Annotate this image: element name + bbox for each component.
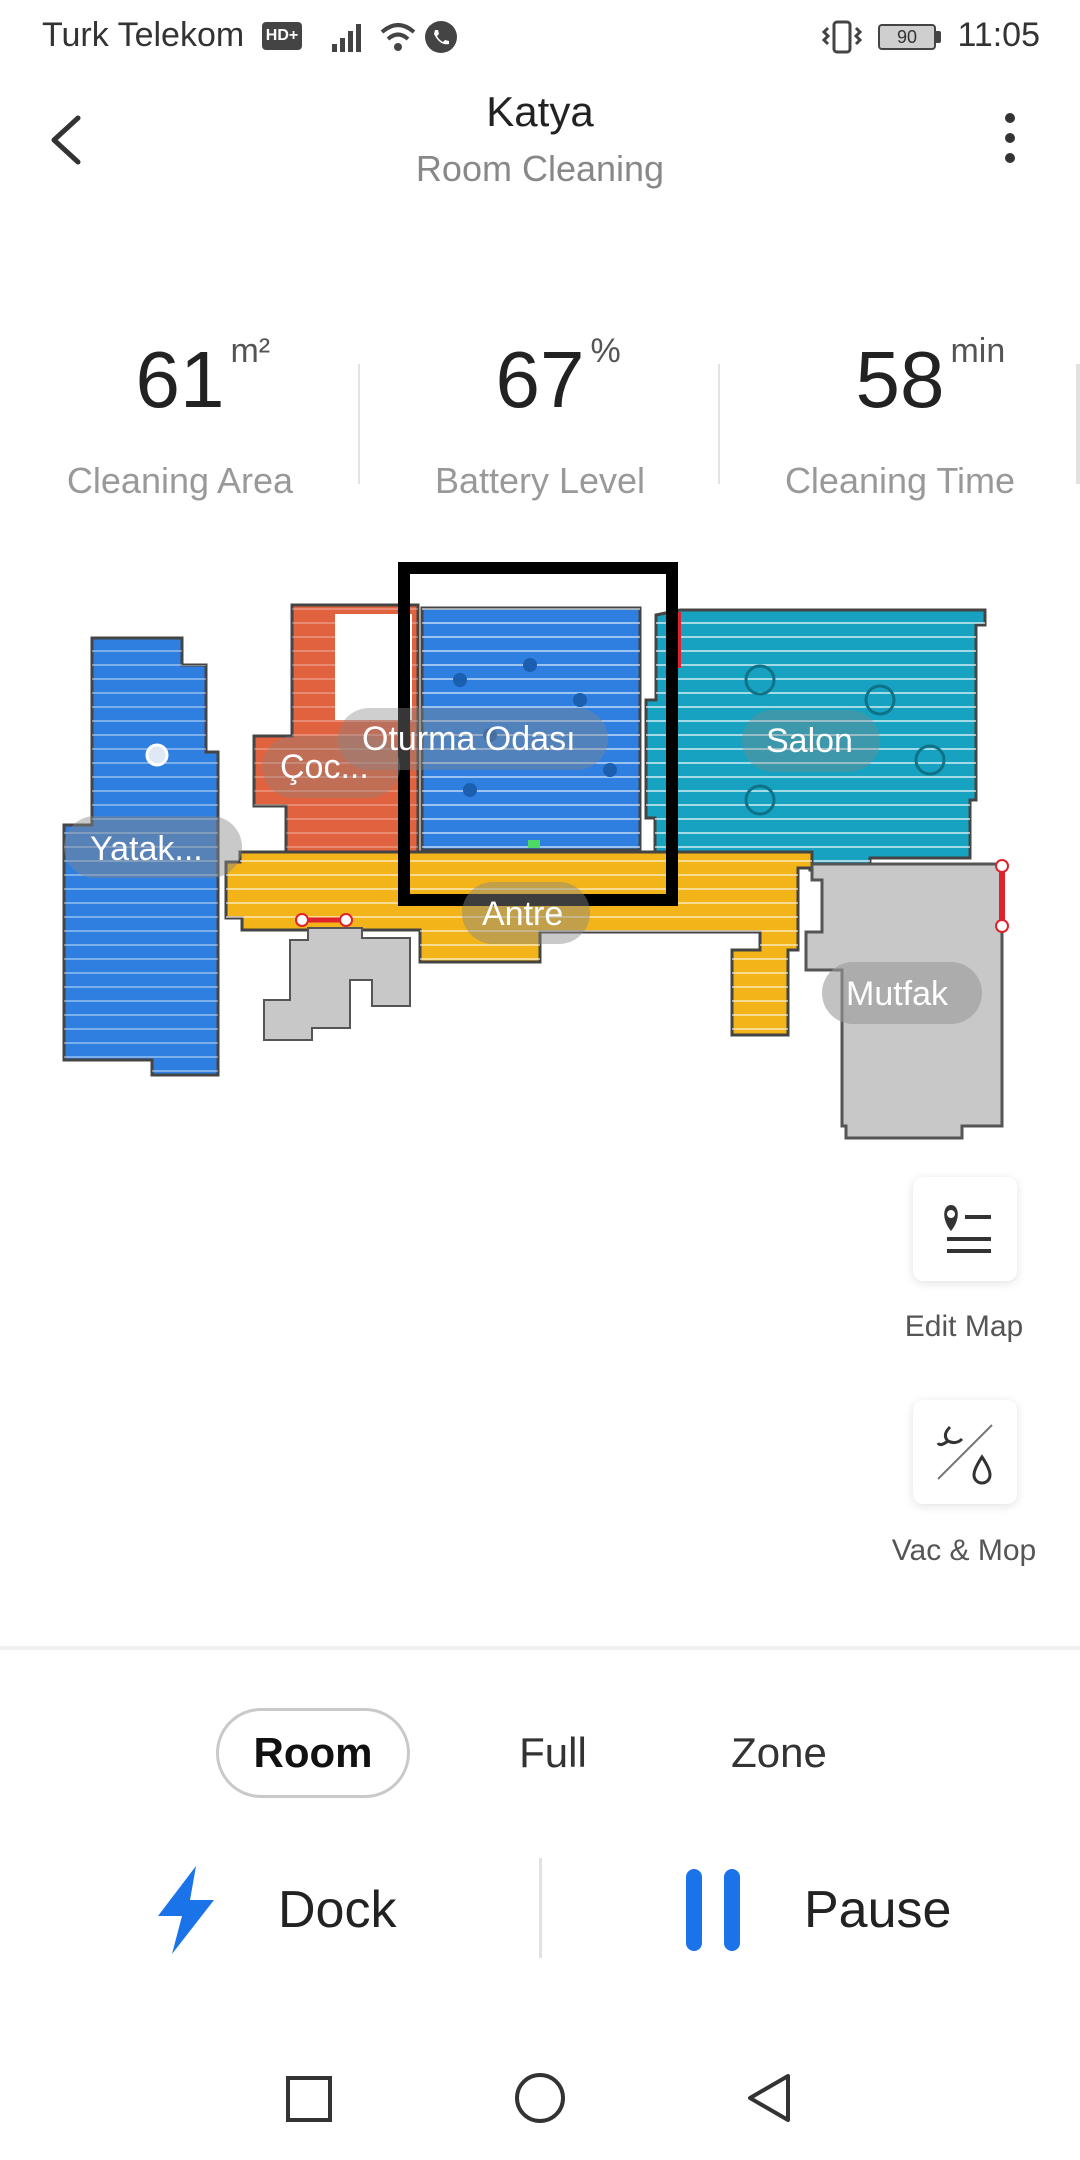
pause-label: Pause (804, 1881, 952, 1939)
room-salon[interactable] (644, 608, 987, 872)
room-label-antre: Antre (462, 882, 590, 944)
edit-map-label: Edit Map (904, 1310, 1024, 1343)
cleaning-time-label: Cleaning Time (784, 460, 1016, 501)
mode-full-tab[interactable]: Full (519, 1729, 587, 1776)
room-label-cocuk-text: Çoc... (280, 748, 369, 786)
room-label-salon-text: Salon (766, 722, 853, 760)
wifi-calling-icon (425, 21, 457, 53)
pause-button[interactable]: Pause (682, 1860, 1002, 1960)
more-options-icon[interactable] (990, 100, 1030, 180)
cleaning-time-value: 58 (855, 335, 945, 424)
dock-button[interactable]: Dock (148, 1860, 448, 1960)
recents-square-icon[interactable] (278, 2068, 338, 2128)
dock-label: Dock (278, 1881, 397, 1939)
room-label-cocuk: Çoc... (262, 736, 400, 798)
stat-divider (718, 364, 720, 484)
carrier-name: Turk Telekom (42, 16, 245, 54)
hd-badge: HD+ (262, 22, 302, 50)
wifi-icon (380, 23, 416, 51)
pause-icon (686, 1869, 740, 1951)
vac-mop-label: Vac & Mop (891, 1534, 1037, 1567)
mode-zone-tab[interactable]: Zone (731, 1729, 827, 1776)
clock: 11:05 (957, 16, 1040, 54)
room-oturma-odasi[interactable] (420, 606, 642, 852)
stat-battery-level: 67% Battery Level (360, 334, 720, 502)
edit-map-button[interactable] (913, 1177, 1017, 1281)
signal-icon (332, 24, 361, 52)
room-label-mutfak-text: Mutfak (846, 975, 949, 1013)
room-label-oturma-odasi-text: Oturma Odası (362, 720, 576, 758)
area-unassigned (263, 927, 411, 1041)
lightning-bolt-icon (158, 1866, 214, 1954)
mode-room-tab[interactable]: Room (216, 1708, 410, 1798)
panel-divider (0, 1646, 1080, 1650)
cleaning-map[interactable]: Yatak... Çoc... Oturma Odası Salon Antre… (0, 550, 1080, 1170)
status-bar: Turk Telekom HD+ 90 11:05 (0, 0, 1080, 72)
room-label-oturma-odasi: Oturma Odası (338, 708, 608, 770)
cleaning-area-unit: m² (230, 332, 271, 370)
battery-level-value: 67 (495, 335, 585, 424)
cleaning-area-label: Cleaning Area (66, 460, 294, 501)
map-pin-edit-icon (944, 1205, 991, 1253)
cleaning-time-unit: min (950, 332, 1006, 370)
battery-tip (936, 31, 941, 43)
room-selection-highlight (398, 562, 678, 906)
room-label-yatak-text: Yatak... (90, 830, 203, 868)
room-label-salon: Salon (742, 710, 880, 772)
page-subtitle: Room Cleaning (415, 148, 665, 189)
battery-icon: 90 (878, 24, 936, 50)
battery-level-label: Battery Level (434, 460, 646, 501)
home-circle-icon[interactable] (510, 2068, 570, 2128)
back-triangle-icon[interactable] (740, 2068, 800, 2128)
vibrate-icon (821, 20, 863, 54)
room-yatak[interactable] (62, 636, 220, 1077)
battery-level-unit: % (590, 332, 621, 370)
vac-mop-button[interactable] (913, 1400, 1017, 1504)
room-label-yatak: Yatak... (64, 816, 242, 878)
stat-divider (358, 364, 360, 484)
room-label-mutfak: Mutfak (822, 962, 982, 1024)
vac-mop-icon (936, 1424, 993, 1485)
stat-divider (1076, 364, 1080, 484)
room-label-antre-text: Antre (482, 895, 563, 933)
page-title: Katya (486, 88, 594, 135)
room-cocuk[interactable] (252, 603, 420, 858)
back-arrow-icon[interactable] (40, 100, 100, 180)
cleaning-area-value: 61 (135, 335, 225, 424)
action-divider (539, 1858, 542, 1958)
